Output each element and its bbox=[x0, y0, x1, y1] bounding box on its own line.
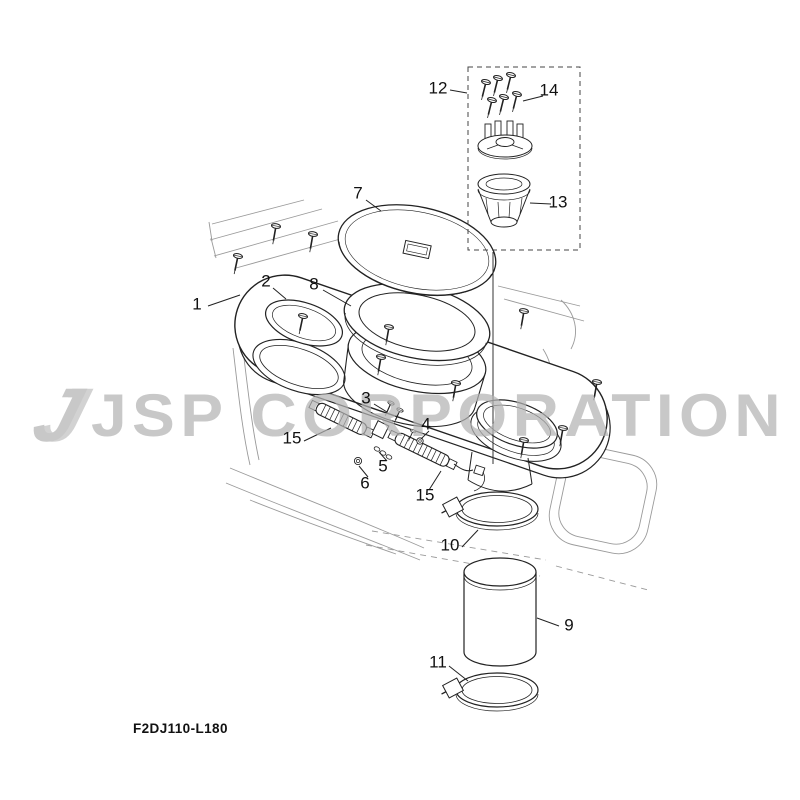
left-arrestor-pocket bbox=[252, 299, 346, 396]
callout-8: 8 bbox=[309, 274, 319, 294]
detail-box-screws bbox=[476, 70, 523, 120]
callout-1: 1 bbox=[192, 294, 202, 314]
callout-9: 9 bbox=[564, 615, 574, 635]
drawing-code: F2DJ110-L180 bbox=[133, 721, 228, 736]
leader-lines bbox=[207, 89, 560, 682]
small-fasteners bbox=[353, 399, 424, 466]
callout-14: 14 bbox=[539, 80, 559, 100]
callout-13: 13 bbox=[548, 192, 568, 212]
callout-2: 2 bbox=[261, 271, 271, 291]
callout-3: 3 bbox=[361, 388, 371, 408]
callout-15b: 15 bbox=[415, 485, 435, 505]
hull-context-lines bbox=[208, 199, 658, 591]
callout-12: 12 bbox=[428, 78, 448, 98]
outlet-tube bbox=[467, 451, 533, 492]
breather-hose-right bbox=[387, 429, 458, 471]
cover-lid bbox=[337, 204, 497, 296]
callout-5: 5 bbox=[378, 456, 388, 476]
callout-11: 11 bbox=[429, 652, 447, 672]
callout-10: 10 bbox=[440, 535, 460, 555]
pump-cup bbox=[477, 173, 531, 228]
hose-duct bbox=[463, 557, 537, 667]
hose-clamp-lower bbox=[441, 672, 539, 712]
pump-rotor bbox=[477, 120, 533, 160]
breather-hose-left bbox=[308, 399, 376, 439]
callout-6: 6 bbox=[360, 473, 370, 493]
sensor-cable bbox=[453, 463, 486, 492]
callout-4: 4 bbox=[421, 414, 431, 434]
callout-15a: 15 bbox=[282, 428, 302, 448]
hose-clamp-upper bbox=[441, 491, 539, 531]
hose-junction bbox=[371, 420, 390, 440]
detail-box bbox=[467, 66, 581, 251]
callout-7: 7 bbox=[353, 183, 363, 203]
